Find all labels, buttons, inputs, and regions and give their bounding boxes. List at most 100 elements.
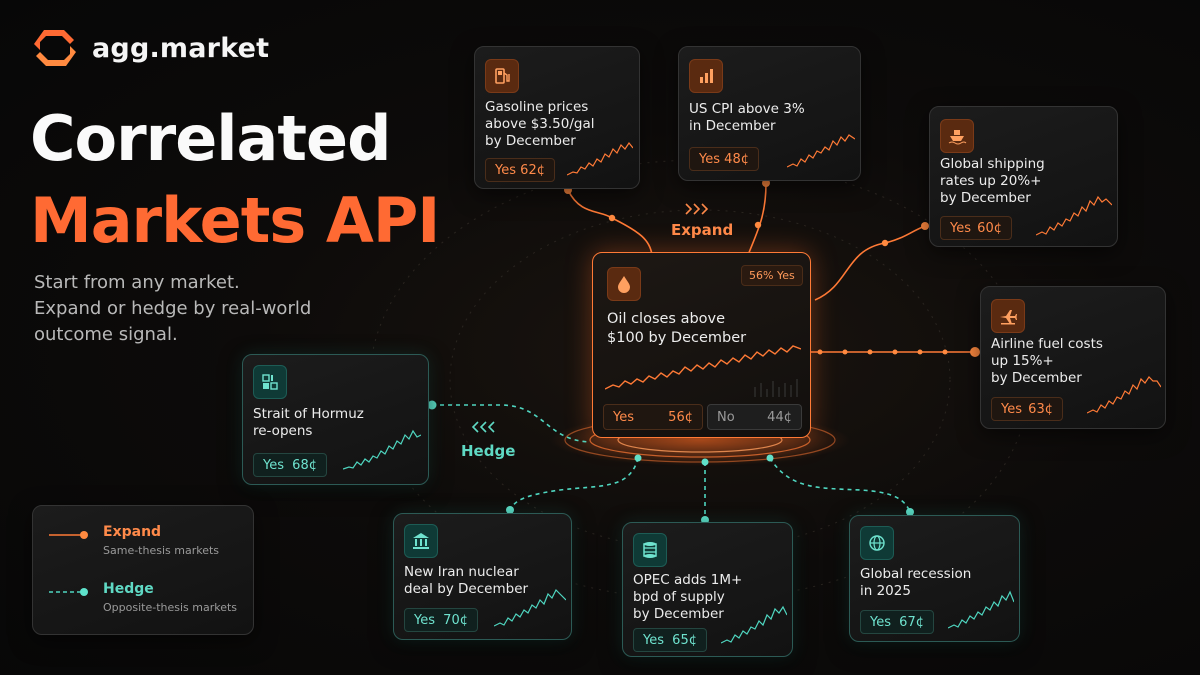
yes-price-button[interactable]: Yes 70¢ bbox=[404, 608, 478, 632]
yes-price: 56¢ bbox=[668, 409, 693, 425]
brand[interactable]: agg.market bbox=[30, 26, 269, 70]
yes-label: Yes bbox=[643, 632, 664, 648]
market-card-airline-fuel[interactable]: Airline fuel costs up 15%+ by December Y… bbox=[980, 286, 1166, 429]
card-title-line: above $3.50/gal bbox=[485, 116, 595, 132]
sparkline bbox=[567, 141, 633, 176]
sparkline bbox=[721, 605, 787, 644]
sparkline bbox=[787, 134, 855, 168]
yes-price: 68¢ bbox=[292, 457, 317, 473]
card-title-line: Gasoline prices bbox=[485, 99, 589, 115]
yes-label: Yes bbox=[263, 457, 284, 473]
market-card-global-shipping[interactable]: Global shipping rates up 20%+ by Decembe… bbox=[929, 106, 1118, 247]
yes-price: 65¢ bbox=[672, 632, 697, 648]
sparkline bbox=[343, 429, 421, 470]
hedge-label: Hedge bbox=[461, 442, 516, 460]
legend-hedge-title: Hedge bbox=[103, 581, 154, 597]
card-title-line: Oil closes above bbox=[607, 311, 726, 327]
yes-price: 63¢ bbox=[1028, 401, 1053, 417]
yes-price-button[interactable]: Yes 56¢ bbox=[603, 404, 703, 430]
card-title-line: by December bbox=[940, 190, 1031, 206]
market-card-global-recession[interactable]: Global recession in 2025 Yes 67¢ bbox=[849, 515, 1020, 642]
yes-label: Yes bbox=[1001, 401, 1022, 417]
card-title-line: Global recession bbox=[860, 566, 972, 582]
no-price: 44¢ bbox=[767, 409, 792, 425]
card-title-line: in December bbox=[689, 118, 776, 134]
market-card-oil-center[interactable]: 56% Yes Oil closes above $100 by Decembe… bbox=[592, 252, 811, 438]
legend-expand-title: Expand bbox=[103, 524, 162, 540]
card-title-line: Global shipping bbox=[940, 156, 1045, 172]
brand-name: agg.market bbox=[92, 32, 270, 64]
yes-price-button[interactable]: Yes 48¢ bbox=[689, 147, 759, 171]
yes-label: Yes bbox=[495, 162, 516, 178]
oil-drop-icon bbox=[607, 267, 641, 301]
expand-line-sample-icon bbox=[49, 531, 88, 539]
card-title-line: New Iran nuclear bbox=[404, 564, 519, 580]
expand-chevrons bbox=[685, 203, 709, 215]
yes-price-button[interactable]: Yes 68¢ bbox=[253, 453, 327, 477]
yes-price: 62¢ bbox=[520, 162, 545, 178]
yes-label: Yes bbox=[950, 220, 971, 236]
card-title-line: bpd of supply bbox=[633, 589, 725, 605]
hero-title-line1: Correlated bbox=[30, 102, 391, 175]
market-card-iran-nuclear-deal[interactable]: New Iran nuclear deal by December Yes 70… bbox=[393, 513, 572, 640]
hedge-dots bbox=[427, 400, 914, 524]
strait-map-icon bbox=[253, 365, 287, 399]
card-title-line: deal by December bbox=[404, 581, 529, 597]
yes-label: Yes bbox=[613, 409, 634, 425]
market-card-strait-of-hormuz[interactable]: Strait of Hormuz re-opens Yes 68¢ bbox=[242, 354, 429, 485]
legend-hedge-sub: Opposite-thesis markets bbox=[103, 601, 238, 614]
subtitle-line: Expand or hedge by real-world bbox=[34, 298, 312, 319]
subtitle: Start from any market. Expand or hedge b… bbox=[34, 270, 364, 348]
bar-chart-icon bbox=[689, 59, 723, 93]
card-title-line: Strait of Hormuz bbox=[253, 406, 364, 422]
card-title-line: by December bbox=[991, 370, 1082, 386]
card-title-line: re-opens bbox=[253, 423, 313, 439]
card-title-line: $100 by December bbox=[607, 330, 747, 346]
legend: Expand Same-thesis markets Hedge Opposit… bbox=[32, 505, 254, 635]
ship-icon bbox=[940, 119, 974, 153]
no-price-button[interactable]: No 44¢ bbox=[707, 404, 802, 430]
fuel-pump-icon bbox=[485, 59, 519, 93]
card-title-line: Airline fuel costs bbox=[991, 336, 1103, 352]
yes-price-button[interactable]: Yes 65¢ bbox=[633, 628, 707, 652]
subtitle-line: outcome signal. bbox=[34, 324, 178, 345]
legend-expand-sub: Same-thesis markets bbox=[103, 544, 220, 557]
expand-label: Expand bbox=[671, 221, 734, 239]
card-title-line: US CPI above 3% bbox=[689, 101, 805, 117]
sparkline bbox=[1087, 376, 1161, 414]
globe-icon bbox=[860, 526, 894, 560]
card-title-line: rates up 20%+ bbox=[940, 173, 1042, 189]
card-title-line: by December bbox=[633, 606, 724, 622]
airplane-icon bbox=[991, 299, 1025, 333]
hedge-line-sample-icon bbox=[49, 588, 88, 596]
sparkline bbox=[948, 590, 1014, 629]
hero-title-line2: Markets API bbox=[30, 184, 440, 257]
market-card-opec-supply[interactable]: OPEC adds 1M+ bpd of supply by December … bbox=[622, 522, 793, 657]
hedge-chevrons bbox=[471, 421, 495, 433]
yes-price-button[interactable]: Yes 62¢ bbox=[485, 158, 555, 182]
yes-label: Yes bbox=[870, 614, 891, 630]
sparkline bbox=[494, 588, 566, 627]
yes-price: 60¢ bbox=[977, 220, 1002, 236]
oil-barrel-icon bbox=[633, 533, 667, 567]
yes-label: Yes bbox=[414, 612, 435, 628]
yes-price: 70¢ bbox=[443, 612, 468, 628]
market-card-gasoline[interactable]: Gasoline prices above $3.50/gal by Decem… bbox=[474, 46, 640, 189]
probability-badge: 56% Yes bbox=[741, 265, 803, 286]
expand-dots bbox=[564, 179, 980, 357]
yes-price-button[interactable]: Yes 67¢ bbox=[860, 610, 934, 634]
card-title-line: up 15%+ bbox=[991, 353, 1054, 369]
bank-building-icon bbox=[404, 524, 438, 558]
card-title-line: OPEC adds 1M+ bbox=[633, 572, 743, 588]
yes-price-button[interactable]: Yes 60¢ bbox=[940, 216, 1012, 240]
card-title-line: by December bbox=[485, 133, 576, 149]
agg-logo-icon bbox=[34, 30, 76, 66]
subtitle-line: Start from any market. bbox=[34, 272, 240, 293]
yes-price: 67¢ bbox=[899, 614, 924, 630]
market-card-us-cpi[interactable]: US CPI above 3% in December Yes 48¢ bbox=[678, 46, 861, 181]
yes-label: Yes bbox=[699, 151, 720, 167]
yes-price-button[interactable]: Yes 63¢ bbox=[991, 397, 1063, 421]
hedge-connectors bbox=[432, 404, 911, 520]
sparkline bbox=[1036, 195, 1112, 236]
no-label: No bbox=[717, 409, 735, 425]
